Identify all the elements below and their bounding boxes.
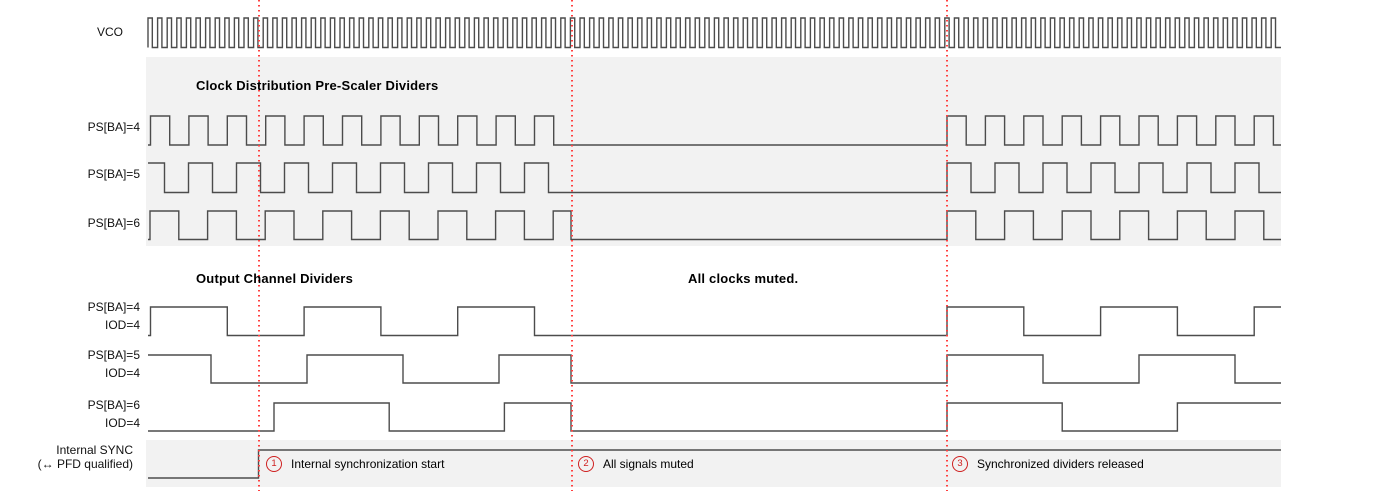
annotation-1-circled-number: 1: [266, 456, 282, 472]
all-clocks-muted-title: All clocks muted.: [688, 271, 799, 286]
ps6-iod4-label: PS[BA]=6 IOD=4: [0, 396, 140, 432]
annotation-3-text: Synchronized dividers released: [977, 457, 1144, 471]
annotation-2: 2 All signals muted: [578, 455, 694, 473]
annotation-1: 1 Internal synchronization start: [266, 455, 444, 473]
ps6-iod4-label-line2: IOD=4: [104, 416, 140, 430]
ps5-iod4-label-line2: IOD=4: [104, 366, 140, 380]
waveform-ps6: [148, 210, 1281, 241]
internal-sync-label: Internal SYNC (↔ PFD qualified): [0, 443, 133, 471]
annotation-1-text: Internal synchronization start: [291, 457, 445, 471]
ps5-iod4-label: PS[BA]=5 IOD=4: [0, 346, 140, 382]
waveform-ps5_iod4: [148, 354, 1281, 384]
waveform-ps4: [148, 115, 1281, 146]
event-marker-line-1: [258, 0, 260, 491]
ps4-iod4-label-line2: IOD=4: [104, 318, 140, 332]
annotation-2-text: All signals muted: [603, 457, 694, 471]
ps6-iod4-label-line1: PS[BA]=6: [87, 398, 140, 412]
ps6-label: PS[BA]=6: [87, 216, 140, 230]
vco-label: VCO: [96, 25, 123, 39]
internal-sync-label-line1: Internal SYNC: [56, 443, 133, 457]
event-marker-line-3: [946, 0, 948, 491]
output-section-title: Output Channel Dividers: [196, 271, 354, 286]
internal-sync-label-line2: (↔ PFD qualified): [37, 457, 133, 471]
waveform-ps5: [148, 162, 1281, 194]
waveform-ps6_iod4: [148, 402, 1281, 432]
annotation-2-circled-number: 2: [578, 456, 594, 472]
annotation-3: 3 Synchronized dividers released: [952, 455, 1144, 473]
ps4-iod4-label: PS[BA]=4 IOD=4: [0, 298, 140, 334]
sync-annotation-band: [146, 440, 1281, 487]
ps5-iod4-label-line1: PS[BA]=5: [87, 348, 140, 362]
ps4-label: PS[BA]=4: [87, 120, 140, 134]
waveform-ps4_iod4: [148, 306, 1281, 337]
annotation-3-circled-number: 3: [952, 456, 968, 472]
ps4-iod4-label-line1: PS[BA]=4: [87, 300, 140, 314]
ps5-label: PS[BA]=5: [87, 167, 140, 181]
prescaler-section-title: Clock Distribution Pre-Scaler Dividers: [196, 78, 439, 93]
prescaler-section-band: [146, 57, 1281, 246]
waveform-vco: [147, 17, 1281, 49]
event-marker-line-2: [570, 0, 573, 491]
